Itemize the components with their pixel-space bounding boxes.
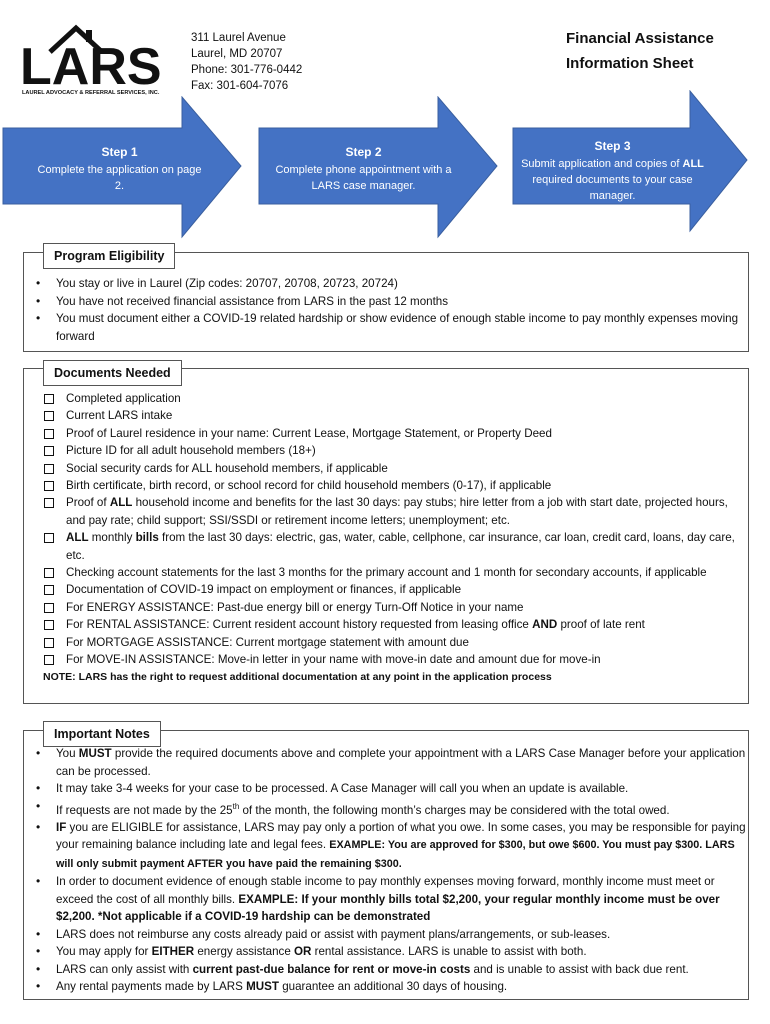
document-checklist-item[interactable]: For RENTAL ASSISTANCE: Current resident … xyxy=(24,616,748,633)
logo-tagline: LAUREL ADVOCACY & REFERRAL SERVICES, INC… xyxy=(22,90,160,96)
note-item: IF you are ELIGIBLE for assistance, LARS… xyxy=(24,819,748,874)
logo-wordmark: LARS xyxy=(20,38,162,96)
document-checklist-item[interactable]: For ENERGY ASSISTANCE: Past-due energy b… xyxy=(24,599,748,616)
step-2-heading: Step 2 xyxy=(345,145,382,159)
document-checklist-item[interactable]: Social security cards for ALL household … xyxy=(24,460,748,477)
document-checklist-item[interactable]: Birth certificate, birth record, or scho… xyxy=(24,477,748,494)
step-1-text: Complete the application on page 2. xyxy=(37,164,202,192)
documents-note: NOTE: LARS has the right to request addi… xyxy=(43,670,552,683)
note-item: You MUST provide the required documents … xyxy=(24,745,748,780)
checkbox-icon[interactable] xyxy=(44,428,54,439)
note-item: It may take 3-4 weeks for your case to b… xyxy=(24,780,748,798)
phone-line: Phone: 301-776-0442 xyxy=(191,64,303,76)
note-item: You may apply for EITHER energy assistan… xyxy=(24,943,748,961)
document-checklist-item[interactable]: Documentation of COVID-19 impact on empl… xyxy=(24,581,748,598)
checkbox-icon[interactable] xyxy=(44,620,54,631)
eligibility-section: You stay or live in Laurel (Zip codes: 2… xyxy=(23,252,749,352)
eligibility-item: You stay or live in Laurel (Zip codes: 2… xyxy=(24,275,748,293)
step-2-arrow: Step 2 Complete phone appointment with a… xyxy=(258,96,498,246)
document-checklist-item[interactable]: Checking account statements for the last… xyxy=(24,564,748,581)
notes-section: You MUST provide the required documents … xyxy=(23,730,749,1000)
documents-heading: Documents Needed xyxy=(43,360,182,386)
step-3-heading: Step 3 xyxy=(594,139,631,153)
checkbox-icon[interactable] xyxy=(44,481,54,492)
document-title: Financial Assistance Information Sheet xyxy=(566,30,714,72)
eligibility-item: You have not received financial assistan… xyxy=(24,293,748,311)
checkbox-icon[interactable] xyxy=(44,463,54,474)
document-checklist-item[interactable]: Current LARS intake xyxy=(24,407,748,424)
checkbox-icon[interactable] xyxy=(44,411,54,422)
checkbox-icon[interactable] xyxy=(44,655,54,666)
note-item: Any rental payments made by LARS MUST gu… xyxy=(24,978,748,996)
checkbox-icon[interactable] xyxy=(44,394,54,404)
document-checklist-item[interactable]: Completed application xyxy=(24,390,748,407)
step-2-text: Complete phone appointment with a LARS c… xyxy=(275,164,452,192)
contact-address: 311 Laurel Avenue Laurel, MD 20707 Phone… xyxy=(191,30,302,94)
checkbox-icon[interactable] xyxy=(44,585,54,596)
note-item: If requests are not made by the 25th of … xyxy=(24,798,748,819)
checkbox-icon[interactable] xyxy=(44,602,54,613)
eligibility-heading: Program Eligibility xyxy=(43,243,176,269)
document-checklist-item[interactable]: Picture ID for all adult household membe… xyxy=(24,442,748,459)
fax-line: Fax: 301-604-7076 xyxy=(191,80,289,92)
checkbox-icon[interactable] xyxy=(44,533,54,544)
notes-heading: Important Notes xyxy=(43,721,161,747)
step-3-arrow: Step 3 Submit application and copies of … xyxy=(512,90,748,240)
note-item: In order to document evidence of enough … xyxy=(24,873,748,926)
step-1-arrow: Step 1 Complete the application on page … xyxy=(2,96,242,246)
document-checklist-item[interactable]: For MOVE-IN ASSISTANCE: Move-in letter i… xyxy=(24,651,748,668)
checkbox-icon[interactable] xyxy=(44,637,54,648)
document-checklist-item[interactable]: Proof of ALL household income and benefi… xyxy=(24,494,748,529)
note-item: LARS can only assist with current past-d… xyxy=(24,961,748,979)
step-1-heading: Step 1 xyxy=(101,145,138,159)
documents-section: Completed application Current LARS intak… xyxy=(23,368,749,704)
eligibility-item: You must document either a COVID-19 rela… xyxy=(24,310,748,345)
note-item: LARS does not reimburse any costs alread… xyxy=(24,926,748,944)
address-line: 311 Laurel Avenue xyxy=(191,32,286,44)
checkbox-icon[interactable] xyxy=(44,446,54,457)
address-line: Laurel, MD 20707 xyxy=(191,48,283,60)
step-3-text: Submit application and copies of ALL req… xyxy=(521,158,704,202)
document-checklist-item[interactable]: For MORTGAGE ASSISTANCE: Current mortgag… xyxy=(24,634,748,651)
document-checklist-item[interactable]: ALL monthly bills from the last 30 days:… xyxy=(24,529,748,564)
lars-logo: LARS LAUREL ADVOCACY & REFERRAL SERVICES… xyxy=(20,24,162,96)
checkbox-icon[interactable] xyxy=(44,568,54,579)
checkbox-icon[interactable] xyxy=(44,498,54,509)
document-checklist-item[interactable]: Proof of Laurel residence in your name: … xyxy=(24,425,748,442)
